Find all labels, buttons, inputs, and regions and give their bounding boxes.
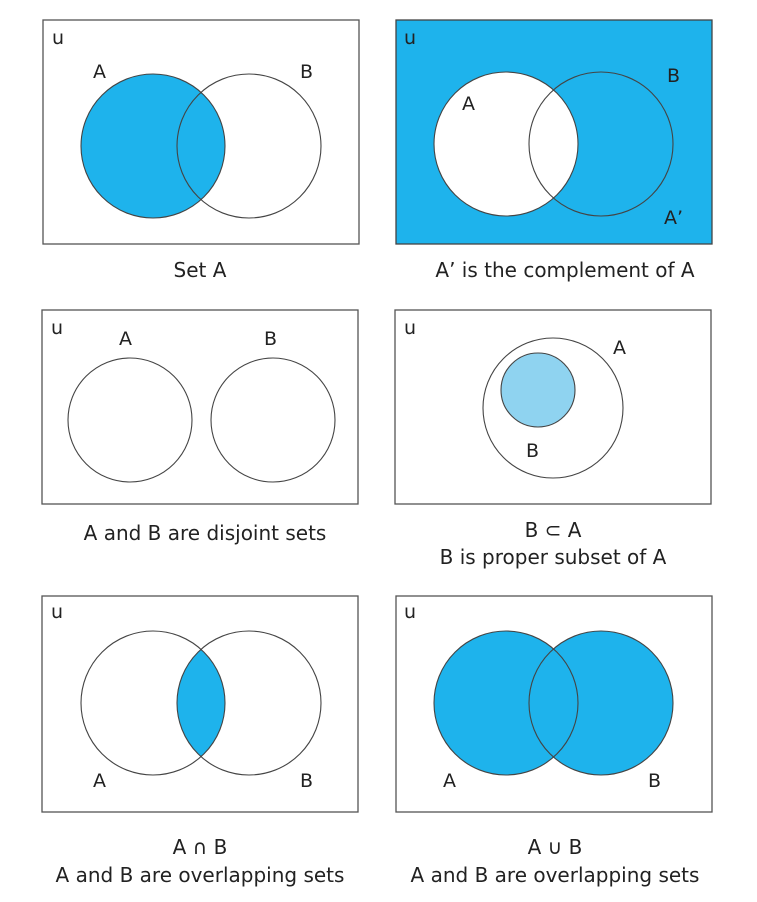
caption: Set A (174, 258, 227, 282)
caption: A and B are overlapping sets (411, 863, 700, 887)
circle-a (80, 630, 226, 776)
label-a: A (119, 328, 132, 350)
panel-disjoint: u A B A and B are disjoint sets (41, 309, 359, 545)
label-b: B (526, 440, 539, 462)
panel-set-a: u A B Set A (42, 19, 360, 282)
fill-b (529, 631, 673, 775)
label-a: A (93, 770, 106, 792)
universe-box (41, 309, 359, 505)
caption: B is proper subset of A (440, 545, 667, 569)
label-b: B (300, 770, 313, 792)
universe-label: u (51, 601, 63, 623)
label-b: B (264, 328, 277, 350)
panel-union: u A B A ∪ B A and B are overlapping sets (395, 595, 713, 887)
circle-a (482, 337, 624, 479)
caption: A and B are disjoint sets (84, 521, 327, 545)
universe-label: u (52, 27, 64, 49)
label-a: A (462, 93, 475, 115)
caption-symbol: A ∩ B (173, 835, 228, 859)
label-complement: A’ (664, 207, 683, 229)
caption-symbol: A ∪ B (528, 835, 583, 859)
universe-label: u (404, 317, 416, 339)
universe-label: u (51, 317, 63, 339)
label-b: B (667, 65, 680, 87)
circle-a (67, 357, 193, 483)
panel-complement: u A B A’ A’ is the complement of A (395, 19, 713, 282)
circle-b (528, 71, 674, 217)
intersection-region (177, 631, 225, 775)
circle-b (176, 73, 322, 219)
caption-symbol: B ⊂ A (525, 518, 582, 542)
universe-label: u (404, 601, 416, 623)
label-a: A (613, 337, 626, 359)
circle-b (500, 352, 576, 428)
label-b: B (648, 770, 661, 792)
label-a: A (93, 61, 106, 83)
circle-b (528, 630, 674, 776)
universe-label: u (404, 27, 416, 49)
label-b: B (300, 61, 313, 83)
circle-b (210, 357, 336, 483)
caption: A’ is the complement of A (435, 258, 694, 282)
label-a: A (443, 770, 456, 792)
caption: A and B are overlapping sets (56, 863, 345, 887)
panel-subset: u A B B ⊂ A B is proper subset of A (394, 309, 712, 569)
panel-intersection: u A B A ∩ B A and B are overlapping sets (41, 595, 359, 887)
circle-b (176, 630, 322, 776)
circle-a (433, 71, 579, 217)
circle-a (433, 630, 579, 776)
circle-a (80, 73, 226, 219)
